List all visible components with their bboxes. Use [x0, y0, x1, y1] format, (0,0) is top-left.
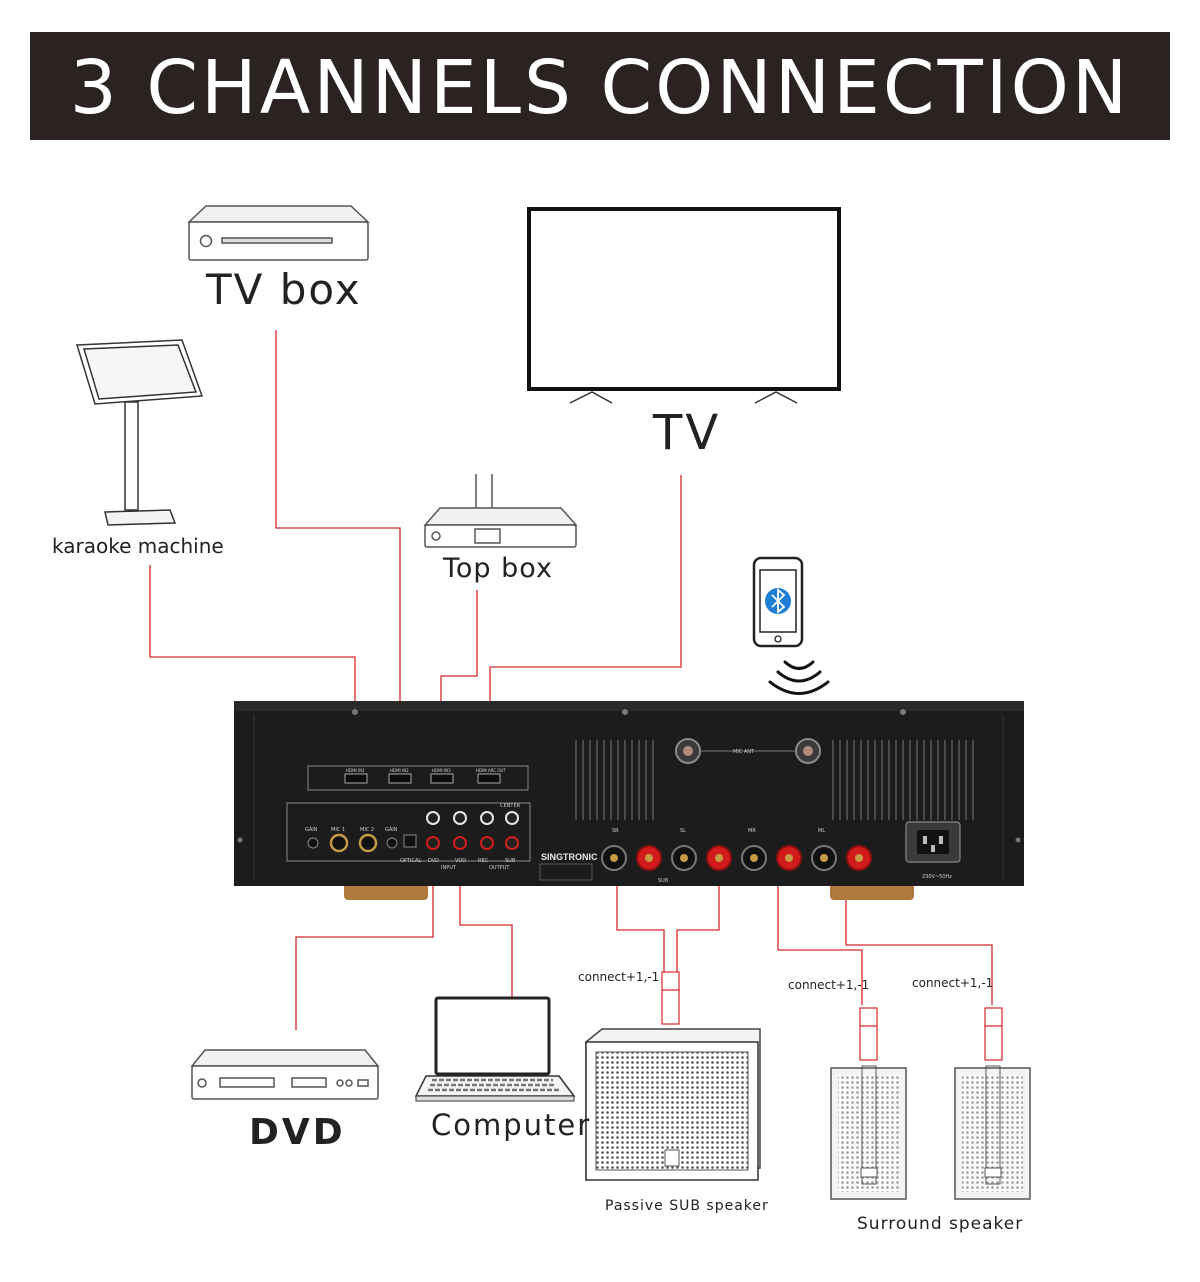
amp-vents — [575, 740, 974, 820]
mic-ant-label: MIC ANT — [733, 749, 755, 755]
output-group-label: OUTPUT — [489, 865, 510, 871]
brand-label: SINGTRONIC — [541, 852, 598, 862]
hdmi-label-1: HDMI IN1 — [346, 768, 365, 773]
amp-foot-right — [830, 883, 914, 900]
tv-box-label: TV box — [206, 265, 362, 314]
hdmi-label-2: HDMI IN2 — [390, 768, 409, 773]
wire-sub-a — [616, 860, 665, 975]
channel-label-sr: SR — [612, 828, 619, 834]
channel-label-mr: MR — [748, 828, 756, 834]
mic-label-mic2: MIC 2 — [360, 827, 374, 833]
phone-icon — [752, 556, 804, 648]
bluetooth-icon — [765, 588, 791, 614]
tv-icon — [527, 207, 841, 404]
plug-sub — [661, 971, 680, 1025]
hdmi-panel — [307, 765, 529, 791]
input-group-label: INPUT — [441, 865, 457, 871]
dvd-label: DVD — [249, 1112, 346, 1153]
connect-label-surround-left: connect+1,-1 — [788, 978, 870, 992]
sub-terminal-label: SUB — [658, 878, 669, 884]
speaker-terminals — [601, 845, 872, 871]
hdmi-ports — [344, 773, 501, 784]
top-box-label: Top box — [443, 553, 553, 584]
speaker-plugs — [661, 971, 1003, 1061]
karaoke-machine-label: karaoke machine — [52, 534, 224, 558]
amp-foot-left — [344, 883, 428, 900]
surround-speaker-right-icon — [954, 1065, 1031, 1200]
wire-surround-right — [845, 865, 993, 1005]
mic-label-mic1: MIC 1 — [331, 827, 345, 833]
karaoke-machine-icon — [76, 339, 204, 526]
center-label: CENTER — [500, 803, 521, 809]
sub-speaker-label: Passive SUB speaker — [605, 1198, 769, 1214]
input-panel — [286, 802, 531, 862]
wire-computer — [459, 855, 513, 998]
input-label-vod: VOD — [455, 858, 466, 864]
spec-plate — [539, 863, 593, 881]
plug-surround-left — [859, 1007, 878, 1061]
power-socket — [905, 821, 961, 863]
top-box-icon — [423, 474, 578, 548]
power-label: 230V~50Hz — [922, 874, 952, 880]
wireless-signal-icon — [768, 660, 830, 695]
wire-surround-left — [777, 865, 863, 1005]
connect-label-sub: connect+1,-1 — [578, 970, 660, 984]
tv-box-icon — [187, 205, 370, 261]
wires — [149, 330, 993, 1030]
input-label-dvd: DVD — [428, 858, 439, 864]
wire-sub-b — [676, 860, 720, 975]
connect-label-surround-right: connect+1,-1 — [912, 976, 994, 990]
amp-chassis — [234, 701, 1024, 886]
amplifier: HDMI IN1 HDMI IN2 HDMI IN3 HDMI ARC OUT … — [234, 701, 1024, 900]
wire-tvbox — [275, 330, 401, 770]
dvd-player-icon — [190, 1049, 380, 1100]
computer-icon — [414, 996, 576, 1102]
wire-dvd — [295, 855, 434, 1030]
mic-jacks — [307, 833, 417, 853]
surround-speaker-left-icon — [830, 1065, 907, 1200]
title-banner: 3 CHANNELS CONNECTION — [30, 32, 1170, 140]
input-label-optical: OPTICAL — [400, 858, 421, 864]
channel-label-sl: SL — [680, 828, 686, 834]
computer-label: Computer — [431, 1108, 592, 1142]
antenna-connectors — [675, 738, 821, 764]
output-label-sub: SUB — [505, 858, 516, 864]
mic-label-gain-2: GAIN — [385, 827, 398, 833]
rca-jacks — [426, 811, 519, 850]
mic-label-gain-1: GAIN — [305, 827, 318, 833]
channel-label-ml: ML — [818, 828, 825, 834]
plug-surround-right — [984, 1007, 1003, 1061]
hdmi-label-3: HDMI IN3 — [432, 768, 451, 773]
tv-label: TV — [653, 405, 722, 461]
hdmi-label-4: HDMI ARC OUT — [476, 768, 506, 773]
output-label-rec: REC — [478, 858, 489, 864]
page-title: 3 CHANNELS CONNECTION — [69, 45, 1131, 131]
sub-speaker-icon — [585, 1028, 761, 1181]
surround-speaker-label: Surround speaker — [857, 1214, 1024, 1234]
